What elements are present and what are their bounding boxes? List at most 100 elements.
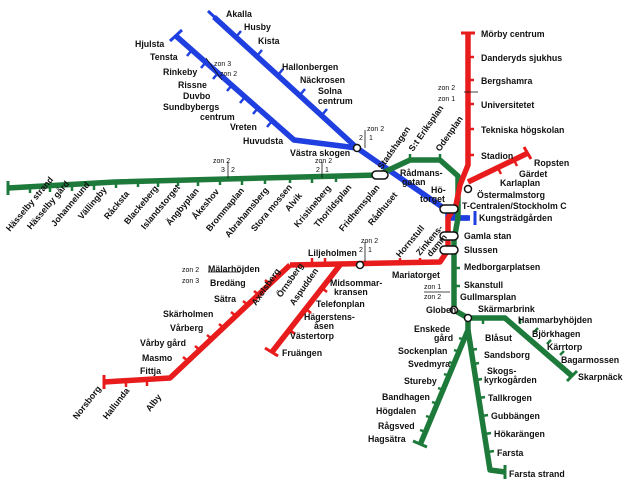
red-line-norsborg-branch — [103, 262, 292, 385]
station-hagerstensasen[interactable]: Hägerstens-åsen — [304, 312, 355, 331]
station-tallkrogen[interactable]: Tallkrogen — [488, 393, 532, 403]
endcap-akalla — [206, 9, 223, 25]
station-farsta-strand[interactable]: Farsta strand — [509, 469, 565, 479]
station-hagsatra[interactable]: Hagsätra — [368, 434, 406, 444]
station-hotorget[interactable]: Hö-torget — [420, 185, 446, 204]
station-varby-gard[interactable]: Vårby gård — [140, 338, 186, 348]
station-ropsten[interactable]: Ropsten — [534, 158, 569, 168]
zone-label: zon 2 — [220, 71, 237, 78]
station-huvudsta[interactable]: Huvudsta — [243, 136, 283, 146]
zone-label: zon 2 — [361, 238, 378, 245]
station-gullmarsplan[interactable]: Gullmarsplan — [460, 292, 516, 302]
station-bagarmossen[interactable]: Bagarmossen — [561, 355, 619, 365]
station-karlaplan[interactable]: Karlaplan — [500, 178, 540, 188]
station-vreten[interactable]: Vreten — [230, 122, 257, 132]
station-medborgarplatsen[interactable]: Medborgarplatsen — [464, 262, 540, 272]
station-telefonplan[interactable]: Telefonplan — [316, 299, 365, 309]
station-farsta[interactable]: Farsta — [497, 448, 524, 458]
zone-label: 1 — [368, 247, 372, 254]
station-gardet[interactable]: Gärdet — [519, 169, 547, 179]
station-skarmarbrink[interactable]: Skärmarbrink — [478, 304, 535, 314]
station-bredang[interactable]: Bredäng — [210, 278, 246, 288]
station-universitetet[interactable]: Universitetet — [481, 100, 534, 110]
transfer-skarmarbrink — [463, 313, 473, 323]
station-hjulsta[interactable]: Hjulsta — [135, 39, 164, 49]
station-bandhagen[interactable]: Bandhagen — [382, 392, 430, 402]
station-skarpnack[interactable]: Skarpnäck — [578, 372, 623, 382]
station-t-centralen[interactable]: T-Centralen/Stockholm C — [462, 201, 567, 211]
station-bjorkhagen[interactable]: Björkhagen — [532, 329, 580, 339]
station-ragsved[interactable]: Rågsved — [378, 421, 415, 431]
station-svedmyra[interactable]: Svedmyra — [408, 359, 450, 369]
station-slussen[interactable]: Slussen — [464, 245, 498, 255]
zone-label: zon 1 — [438, 96, 455, 103]
station-skarholmen[interactable]: Skärholmen — [163, 309, 213, 319]
station-stureby[interactable]: Stureby — [404, 376, 437, 386]
transfer-slussen — [439, 245, 459, 255]
endcap-hagsatra — [412, 439, 428, 449]
station-nackrosen[interactable]: Näckrosen — [300, 75, 345, 85]
station-tekniska-hogskolan[interactable]: Tekniska högskolan — [481, 125, 564, 135]
zone-label: zon 3 — [182, 278, 199, 285]
station-ostermalmstorg[interactable]: Östermalmstorg — [477, 190, 545, 200]
station-kista[interactable]: Kista — [258, 36, 280, 46]
station-globen[interactable]: Globen — [426, 305, 456, 315]
transfer-ostermalmstorg — [463, 184, 473, 194]
station-satra[interactable]: Sätra — [214, 294, 236, 304]
zone-label: 2 — [359, 135, 363, 142]
green-south-ticks — [419, 266, 565, 454]
station-skanstull[interactable]: Skanstull — [464, 280, 503, 290]
zone-label: 2 — [316, 167, 320, 174]
zone-label: zon 2 — [315, 158, 332, 165]
station-vastertorp[interactable]: Västertorp — [290, 331, 335, 341]
station-vastra-skogen[interactable]: Västra skogen — [290, 148, 350, 158]
station-hogdalen[interactable]: Högdalen — [376, 406, 416, 416]
station-gubbangen[interactable]: Gubbängen — [491, 411, 540, 421]
station-morby-centrum[interactable]: Mörby centrum — [481, 29, 545, 39]
station-radmansgatan[interactable]: Rådmans-gatan — [400, 168, 443, 187]
station-stadion[interactable]: Stadion — [481, 151, 513, 161]
station-rinkeby[interactable]: Rinkeby — [163, 67, 197, 77]
transfer-vastra-skogen — [352, 143, 362, 153]
zone-border-tensta — [205, 57, 223, 81]
zone-label: zon 2 — [424, 294, 441, 301]
station-blasut[interactable]: Blåsut — [485, 333, 512, 343]
station-rissne[interactable]: Rissne — [178, 80, 207, 90]
station-skogskyrkogarden[interactable]: Skogs-kyrkogården — [484, 366, 537, 385]
green-line-farsta-branch — [465, 329, 506, 475]
station-masmo[interactable]: Masmo — [142, 353, 173, 363]
station-kungstradgarden[interactable]: Kungsträdgården — [479, 213, 552, 223]
station-hammarbyhojden[interactable]: Hammarbyhöjden — [518, 315, 592, 325]
blue-akalla-ticks — [235, 30, 328, 116]
red-line-fruangen-branch — [269, 263, 343, 354]
station-husby[interactable]: Husby — [244, 22, 271, 32]
station-akalla[interactable]: Akalla — [226, 9, 252, 19]
station-midsommarkransen[interactable]: Midsommar-kransen — [330, 278, 382, 297]
station-sandsborg[interactable]: Sandsborg — [484, 350, 530, 360]
station-karrtorp[interactable]: Kärrtorp — [547, 342, 583, 352]
zone-label: 2 — [231, 167, 235, 174]
station-fruangen[interactable]: Fruängen — [282, 348, 322, 358]
station-bergshamra[interactable]: Bergshamra — [481, 76, 532, 86]
station-fittja[interactable]: Fittja — [140, 366, 161, 376]
endcap-fruangen — [264, 346, 279, 358]
station-malarhojden[interactable]: Mälarhöjden — [208, 264, 260, 274]
blue-hjulsta-ticks — [186, 49, 273, 128]
station-tensta[interactable]: Tensta — [150, 52, 178, 62]
station-duvbo[interactable]: Duvbo — [183, 91, 211, 101]
station-danderyds-sjukhus[interactable]: Danderyds sjukhus — [481, 53, 562, 63]
transfer-gamla-stan — [439, 231, 459, 241]
station-mariatorget[interactable]: Mariatorget — [392, 270, 440, 280]
endcap-hjulsta — [168, 28, 184, 43]
station-hallonbergen[interactable]: Hallonbergen — [282, 62, 338, 72]
transfer-fridhemsplan — [371, 170, 389, 180]
red-southwest-ticks — [124, 258, 422, 387]
station-gamla-stan[interactable]: Gamla stan — [464, 231, 511, 241]
station-sockenplan[interactable]: Sockenplan — [398, 346, 447, 356]
station-varberg[interactable]: Vårberg — [170, 323, 203, 333]
station-liljeholmen[interactable]: Liljeholmen — [308, 248, 357, 258]
station-hokarangen[interactable]: Hökarängen — [494, 429, 545, 439]
